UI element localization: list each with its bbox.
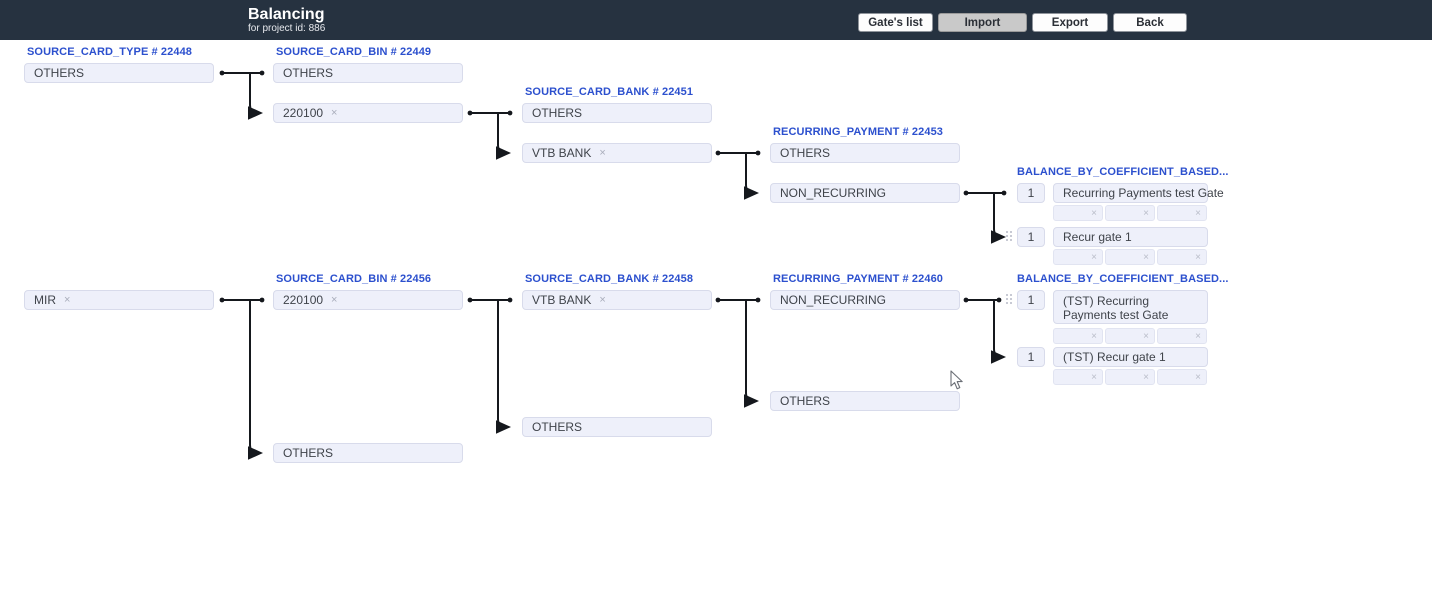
column-header-balance-by-coefficient: BALANCE_BY_COEFFICIENT_BASED... xyxy=(1017,166,1229,178)
remove-tag-icon[interactable]: × xyxy=(64,294,71,306)
clear-icon[interactable]: × xyxy=(1091,330,1097,342)
gate-param-box[interactable]: × xyxy=(1053,205,1103,221)
coefficient-value: 1 xyxy=(1027,350,1035,364)
gate-coefficient-box[interactable]: 1 xyxy=(1017,183,1045,203)
column-header-balance-by-coefficient: BALANCE_BY_COEFFICIENT_BASED... xyxy=(1017,273,1229,285)
box-label: OTHERS xyxy=(780,394,831,408)
drag-handle-icon[interactable] xyxy=(1006,294,1008,296)
column-header-source-card-type: SOURCE_CARD_TYPE # 22448 xyxy=(27,46,193,58)
box-label: NON_RECURRING xyxy=(780,293,887,307)
source-card-type-others-box[interactable]: OTHERS xyxy=(24,63,214,83)
source-card-bank-others-box[interactable]: OTHERS xyxy=(522,417,712,437)
box-label: 220100 xyxy=(283,106,324,120)
export-button[interactable]: Export xyxy=(1032,13,1108,32)
box-label: OTHERS xyxy=(532,420,583,434)
source-card-type-value-box[interactable]: MIR × xyxy=(24,290,214,310)
box-label: OTHERS xyxy=(780,146,831,160)
coefficient-value: 1 xyxy=(1027,186,1035,200)
gate-param-box[interactable]: × xyxy=(1157,369,1207,385)
gate-param-box[interactable]: × xyxy=(1157,328,1207,344)
gate-param-box[interactable]: × xyxy=(1157,205,1207,221)
gate-name-label: Recur gate 1 xyxy=(1063,230,1132,244)
recurring-payment-others-box[interactable]: OTHERS xyxy=(770,143,960,163)
column-header-recurring-payment: RECURRING_PAYMENT # 22460 xyxy=(773,273,944,285)
import-button[interactable]: Import xyxy=(938,13,1027,32)
box-label: MIR xyxy=(34,293,56,307)
clear-icon[interactable]: × xyxy=(1195,371,1201,383)
clear-icon[interactable]: × xyxy=(1091,251,1097,263)
box-label: OTHERS xyxy=(532,106,583,120)
clear-icon[interactable]: × xyxy=(1143,371,1149,383)
page-title: Balancing xyxy=(248,6,325,23)
box-label: NON_RECURRING xyxy=(780,186,887,200)
gate-param-box[interactable]: × xyxy=(1053,249,1103,265)
recurring-payment-others-box[interactable]: OTHERS xyxy=(770,391,960,411)
gate-param-box[interactable]: × xyxy=(1053,328,1103,344)
box-label: OTHERS xyxy=(34,66,85,80)
box-label: OTHERS xyxy=(283,446,334,460)
box-label: 220100 xyxy=(283,293,324,307)
clear-icon[interactable]: × xyxy=(1143,207,1149,219)
box-label: VTB BANK xyxy=(532,146,592,160)
column-header-recurring-payment: RECURRING_PAYMENT # 22453 xyxy=(773,126,944,138)
mouse-cursor-icon xyxy=(950,370,963,390)
source-card-bin-value-box[interactable]: 220100 × xyxy=(273,290,463,310)
gate-param-box[interactable]: × xyxy=(1105,369,1155,385)
gate-param-box[interactable]: × xyxy=(1105,249,1155,265)
coefficient-value: 1 xyxy=(1027,230,1035,244)
gate-name-box[interactable]: (TST) Recur gate 1 xyxy=(1053,347,1208,367)
gate-name-label: (TST) Recur gate 1 xyxy=(1063,350,1166,364)
remove-tag-icon[interactable]: × xyxy=(599,294,606,306)
box-label: OTHERS xyxy=(283,66,334,80)
column-header-source-card-bank: SOURCE_CARD_BANK # 22451 xyxy=(525,86,694,98)
source-card-bin-others-box[interactable]: OTHERS xyxy=(273,63,463,83)
gate-param-box[interactable]: × xyxy=(1105,328,1155,344)
source-card-bank-others-box[interactable]: OTHERS xyxy=(522,103,712,123)
source-card-bin-value-box[interactable]: 220100 × xyxy=(273,103,463,123)
remove-tag-icon[interactable]: × xyxy=(599,147,606,159)
clear-icon[interactable]: × xyxy=(1195,207,1201,219)
gate-coefficient-box[interactable]: 1 xyxy=(1017,227,1045,247)
gate-name-box[interactable]: Recurring Payments test Gate xyxy=(1053,183,1224,203)
column-header-source-card-bin: SOURCE_CARD_BIN # 22456 xyxy=(276,273,432,285)
source-card-bank-value-box[interactable]: VTB BANK × xyxy=(522,143,712,163)
remove-tag-icon[interactable]: × xyxy=(331,107,338,119)
clear-icon[interactable]: × xyxy=(1195,251,1201,263)
gate-param-box[interactable]: × xyxy=(1105,205,1155,221)
gate-coefficient-box[interactable]: 1 xyxy=(1017,347,1045,367)
clear-icon[interactable]: × xyxy=(1143,251,1149,263)
column-header-source-card-bin: SOURCE_CARD_BIN # 22449 xyxy=(276,46,432,58)
gate-coefficient-box[interactable]: 1 xyxy=(1017,290,1045,310)
recurring-payment-value-box[interactable]: NON_RECURRING xyxy=(770,290,960,310)
gate-name-box[interactable]: Recur gate 1 xyxy=(1053,227,1208,247)
gate-name-box[interactable]: (TST) Recurring Payments test Gate xyxy=(1053,290,1208,324)
gate-name-label: (TST) Recurring Payments test Gate xyxy=(1063,294,1169,322)
project-id-subtitle: for project id: 886 xyxy=(248,23,326,34)
source-card-bank-value-box[interactable]: VTB BANK × xyxy=(522,290,712,310)
back-button[interactable]: Back xyxy=(1113,13,1187,32)
coefficient-value: 1 xyxy=(1027,293,1035,307)
clear-icon[interactable]: × xyxy=(1091,207,1097,219)
gate-param-box[interactable]: × xyxy=(1053,369,1103,385)
column-header-source-card-bank: SOURCE_CARD_BANK # 22458 xyxy=(525,273,694,285)
top-bar: Balancing for project id: 886 Gate's lis… xyxy=(0,0,1432,40)
gate-param-box[interactable]: × xyxy=(1157,249,1207,265)
remove-tag-icon[interactable]: × xyxy=(331,294,338,306)
drag-handle-icon[interactable] xyxy=(1006,231,1008,233)
clear-icon[interactable]: × xyxy=(1195,330,1201,342)
clear-icon[interactable]: × xyxy=(1091,371,1097,383)
source-card-bin-others-box[interactable]: OTHERS xyxy=(273,443,463,463)
box-label: VTB BANK xyxy=(532,293,592,307)
recurring-payment-value-box[interactable]: NON_RECURRING xyxy=(770,183,960,203)
gate-name-label: Recurring Payments test Gate xyxy=(1063,186,1224,200)
clear-icon[interactable]: × xyxy=(1143,330,1149,342)
gates-list-button[interactable]: Gate's list xyxy=(858,13,933,32)
